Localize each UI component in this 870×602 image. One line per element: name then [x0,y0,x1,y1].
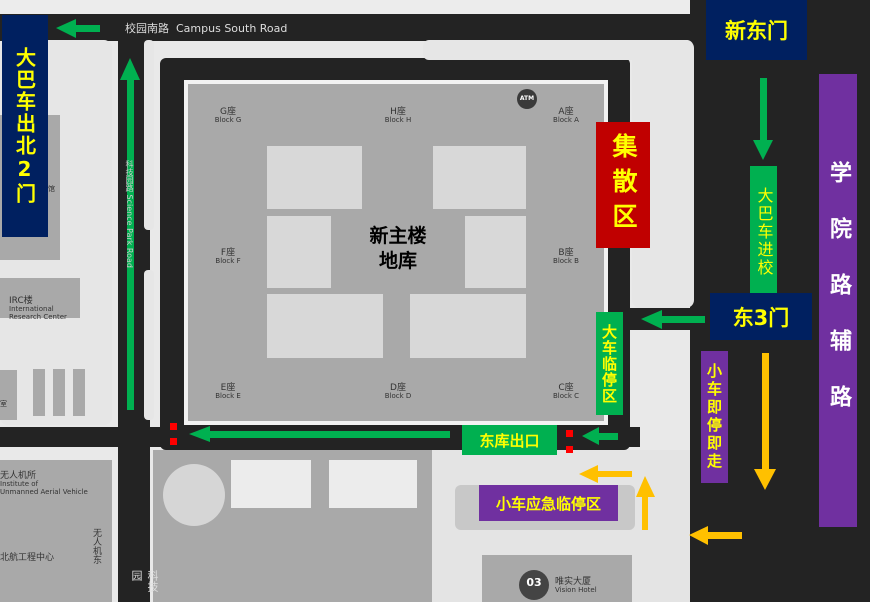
title-line: 新主楼 [369,225,427,247]
median [144,40,154,230]
arrow-down-icon [753,78,773,160]
arrow-up-icon [636,476,655,530]
building-strip [33,369,45,416]
car-drop-go-sign: 小车即停即走 [701,351,728,483]
barrier-marker [566,430,573,437]
room-label: 室 [0,400,7,408]
bus-exit-north2-sign: 大巴车出北2门 [2,15,48,237]
hotel-number: 03 [526,576,542,589]
irc-building [0,278,80,318]
campus-south-road-label: 校园南路 Campus South Road [125,20,287,36]
uav-institute [0,460,112,602]
south-building [329,460,417,508]
new-east-gate-sign: 新东门 [706,0,807,60]
bus-enter-sign: 大巴车进校 [750,166,777,297]
science-park-road-label: 科技园路 Science Park Road [125,160,134,269]
barrier-marker [566,446,573,453]
road-name-zh: 校园南路 [125,22,169,35]
arrow-up-icon [120,58,140,410]
arrow-left-icon [579,465,632,483]
east3-gate-sign: 东3门 [710,293,812,340]
courtyard [433,146,526,209]
aero-center-label: 北航工程中心 [0,553,55,563]
arrow-left-icon [189,426,450,442]
science-park-road-label-bottom: 科技园 [130,570,159,592]
courtyard [267,294,383,358]
road-name-en: Campus South Road [176,22,288,35]
barrier-marker [170,423,177,430]
south-building [231,460,311,508]
arrow-left-icon [689,526,742,545]
arrow-left-icon [641,310,705,329]
courtyard [267,216,331,288]
courtyard [465,216,526,288]
arrow-left-icon [56,19,100,38]
top-area [0,0,690,14]
east-garage-exit-sign: 东库出口 [462,425,557,455]
uav-east-label: 无人机东 [91,528,101,564]
courtyard [267,146,362,209]
title-line: 地库 [378,250,417,272]
car-emergency-parking-sign: 小车应急临停区 [479,485,618,521]
hotel-number-badge [519,570,549,600]
hall-label: 馆 [48,185,55,193]
atm-label: ATM [519,95,535,102]
median [144,270,154,420]
xueyuan-aux-road-sign: 学院路辅路 [819,74,857,527]
main-building-title: 新主楼 地库 [350,224,446,274]
building-room [0,370,17,420]
courtyard [410,294,526,358]
gathering-area-sign: 集散区 [596,122,650,248]
atm-icon [517,89,537,109]
campus-south-road [0,14,705,41]
arrow-down-icon [754,353,776,490]
round-plaza [163,464,225,526]
building-strip [73,369,85,416]
arrow-left-icon [582,427,618,445]
main-building [188,84,604,421]
north-strip [423,40,693,60]
vision-hotel [482,555,632,602]
bus-temp-parking-sign: 大车临停区 [596,312,623,415]
building-strip [53,369,65,416]
barrier-marker [170,438,177,445]
